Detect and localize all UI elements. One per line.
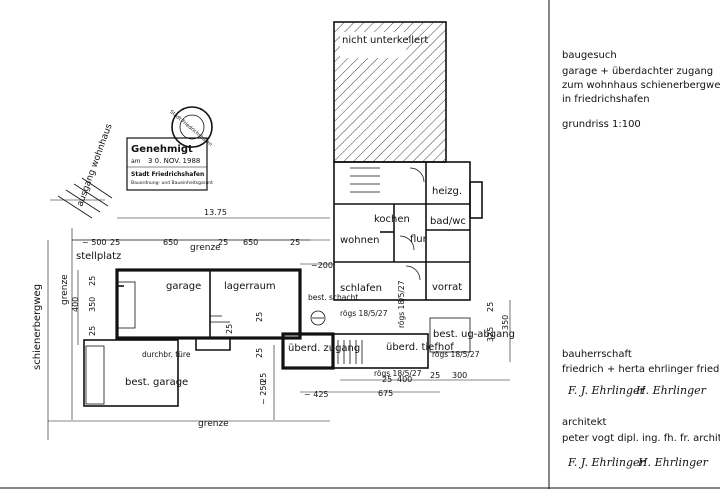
dim-h-300: 300 [452,371,467,380]
room-hall: flur [410,234,428,245]
stamp-authority: Stadt Friedrichshafen [131,171,204,178]
dim-left-25b: 25 [88,326,97,336]
dim-left-25a: 25 [88,276,97,286]
dim-total-top: 13.75 [204,208,227,217]
dim-seg-6: 25 [290,238,300,247]
dim-h-675: 675 [378,389,393,398]
dim-r-350: 350 [501,315,510,330]
stamp-department: Bauordnung- und Baueinheitsgarant [131,180,213,186]
room-sleeping: schlafen [340,283,382,294]
door-label: durchbr. türe [142,350,191,359]
existing-house-plan: heizg. kochen bad/wc wohnen flur schlafe… [333,161,483,301]
existing-stairs-label: best. ug-abgang [433,329,515,340]
dim-mid-25b: 25 [255,348,264,358]
architect-signature-1: F. J. Ehrlinger [567,456,646,469]
covered-court-label: überd. tiefhof [386,342,454,353]
dim-seg-2: 25 [110,238,120,247]
owner-heading: bauherrschaft [562,349,632,360]
note-4: rögs 18/5/27 [397,280,406,328]
room-existing-garage-line1: best. garage [125,377,188,388]
dim-stamp-25: 25 [225,324,234,334]
project-line-3: zum wohnhaus schienerbergweg [562,80,720,91]
dim-h-25a: 25 [382,375,392,384]
dim-mid-25: 25 [255,312,264,322]
entrance-label: ausgang wohnhaus [75,122,114,208]
border-top-label: grenze [190,243,221,253]
border-left-label: grenze [60,274,70,305]
stamp-title: Genehmigt [131,144,193,155]
existing-garage: durchbr. türe best. garage [83,339,191,407]
dimension-lines [72,217,511,420]
shaft-label: best. schacht [308,293,358,302]
note-2: rögs 18/5/27 [374,369,422,378]
dim-h-400: 400 [397,375,412,384]
dim-seg-1: ~ 500 [82,238,107,247]
dimension-texts: 13.75 ~ 500 25 650 25 650 25 ~200 400 35… [71,208,510,405]
dim-r-325: 325 [486,327,495,342]
note-1: rögs 18/5/27 [340,309,388,318]
covered-access-label: überd. zugang [288,343,360,354]
project-line-4: in friedrichshafen [562,94,650,105]
stamp-date: 3 0. NOV. 1988 [148,157,200,165]
room-living: wohnen [340,235,379,246]
room-garage: garage [166,281,201,292]
owner-signature-2: H. Ehrlinger [635,384,707,397]
room-storage: lagerraum [224,281,276,292]
room-pantry: vorrat [432,282,462,293]
dim-left-400: 400 [71,297,80,312]
owner-signature-1: F. J. Ehrlinger [567,384,646,397]
new-garage-structure: garage lagerraum [115,268,302,351]
drawing-scale: grundriss 1:100 [562,119,641,130]
architect-signature-2: H. Ehrlinger [637,456,709,469]
parking-label: stellplatz [76,251,121,262]
project-line-1: baugesuch [562,50,617,61]
dim-right-200: ~200 [311,261,333,270]
dim-h-25b: 25 [430,371,440,380]
street-name: schienerbergweg [32,284,43,370]
covered-access: best. schacht überd. zugang überd. tiefh… [281,293,515,370]
room-kitchen: kochen [374,214,410,225]
room-bath: bad/wc [430,216,466,227]
architect-name: peter vogt dipl. ing. fh. fr. architekt [562,433,720,444]
dim-seg-4: 25 [218,238,228,247]
title-block: baugesuch garage + überdachter zugang zu… [562,50,720,469]
unbasemented-area: nicht unterkellert [333,21,447,163]
dim-h-425: ~ 425 [304,390,329,399]
dim-left-350: 350 [88,297,97,312]
dim-v-250: ~ 250 [259,380,268,405]
room-heating: heizg. [432,186,462,197]
dim-seg-5: 650 [243,238,258,247]
dim-r-25: 25 [486,302,495,312]
project-line-2: garage + überdachter zugang [562,66,713,77]
architect-heading: architekt [562,417,606,428]
dim-seg-3: 650 [163,238,178,247]
not-basement-label: nicht unterkellert [342,35,428,46]
note-3: rögs 18/5/27 [432,350,480,359]
border-bottom-label: grenze [198,419,229,429]
owner-names: friedrich + herta ehrlinger friedrich [562,364,720,375]
stamp-date-prefix: am [131,158,141,165]
dim-v-25: 25 [259,373,268,383]
